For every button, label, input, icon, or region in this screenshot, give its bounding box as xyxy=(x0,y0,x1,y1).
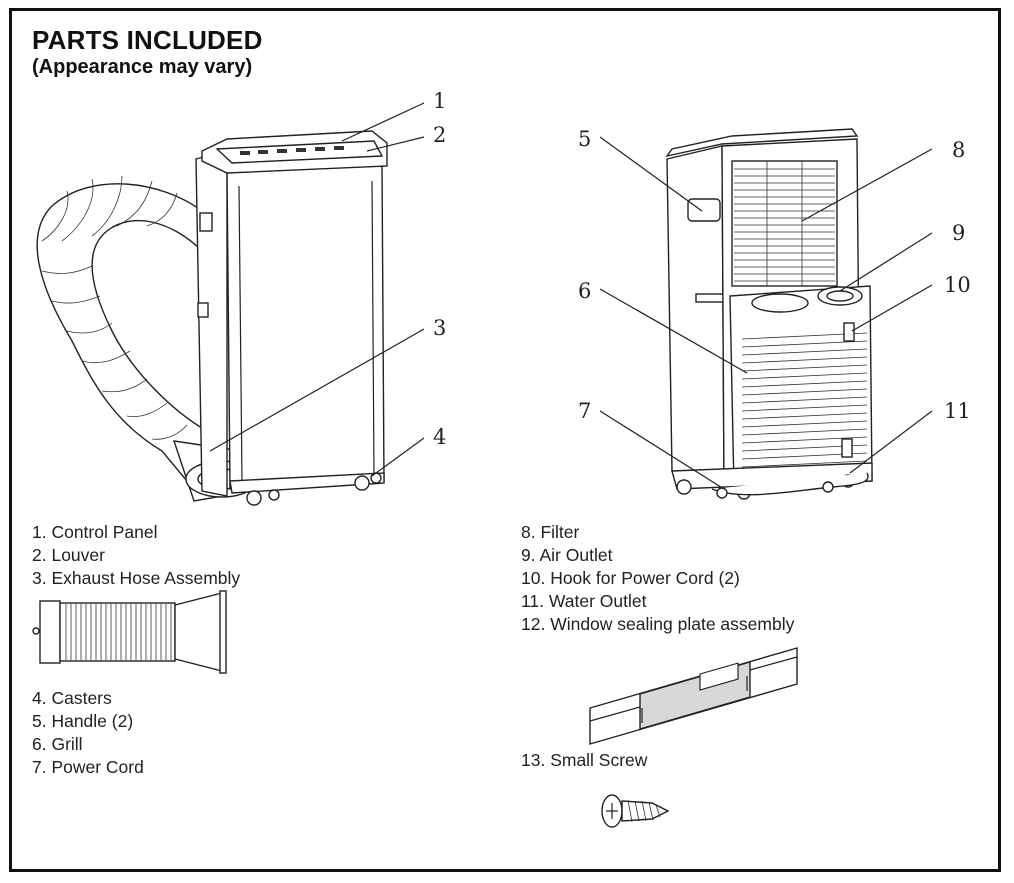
list-item: 7. Power Cord xyxy=(32,757,144,777)
callout-9: 9 xyxy=(952,221,966,245)
back-unit-illustration xyxy=(665,128,873,500)
parts-list-left-top: 1. Control Panel 2. Louver 3. Exhaust Ho… xyxy=(32,521,240,590)
callout-4: 4 xyxy=(433,425,447,449)
list-item: 11. Water Outlet xyxy=(521,591,647,611)
exhaust-hose-small-illustration xyxy=(32,590,227,674)
list-item: 8. Filter xyxy=(521,522,580,542)
callout-10: 10 xyxy=(944,273,971,297)
list-item: 5. Handle (2) xyxy=(32,711,134,731)
list-item: 3. Exhaust Hose Assembly xyxy=(32,568,241,588)
leader-lines-left xyxy=(209,102,425,477)
list-item: 13. Small Screw xyxy=(521,750,648,770)
callout-1: 1 xyxy=(433,89,447,113)
list-item: 2. Louver xyxy=(32,545,105,565)
front-unit-illustration xyxy=(36,130,388,506)
small-screw-illustration xyxy=(601,794,670,828)
callout-6: 6 xyxy=(578,279,592,303)
list-item: 9. Air Outlet xyxy=(521,545,613,565)
callout-8: 8 xyxy=(952,138,966,162)
list-item: 12. Window sealing plate assembly xyxy=(521,614,795,634)
page-subtitle: (Appearance may vary) xyxy=(32,56,253,78)
list-item: 10. Hook for Power Cord (2) xyxy=(521,568,740,588)
parts-list-left-bottom: 4. Casters 5. Handle (2) 6. Grill 7. Pow… xyxy=(32,687,144,779)
callout-5: 5 xyxy=(578,127,592,151)
callout-7: 7 xyxy=(578,399,592,423)
leader-lines-right xyxy=(599,136,933,490)
list-item: 6. Grill xyxy=(32,734,83,754)
parts-list-right-bottom: 13. Small Screw xyxy=(521,749,647,772)
parts-list-right: 8. Filter 9. Air Outlet 10. Hook for Pow… xyxy=(521,521,794,636)
callout-3: 3 xyxy=(433,316,447,340)
callout-2: 2 xyxy=(433,123,447,147)
illustrations xyxy=(32,102,933,828)
page-title: PARTS INCLUDED xyxy=(32,25,263,55)
parts-included-sheet: PARTS INCLUDED (Appearance may vary) xyxy=(9,8,1001,872)
list-item: 1. Control Panel xyxy=(32,522,158,542)
window-sealing-plate-illustration xyxy=(589,647,798,745)
list-item: 4. Casters xyxy=(32,688,112,708)
callout-11: 11 xyxy=(944,399,971,423)
